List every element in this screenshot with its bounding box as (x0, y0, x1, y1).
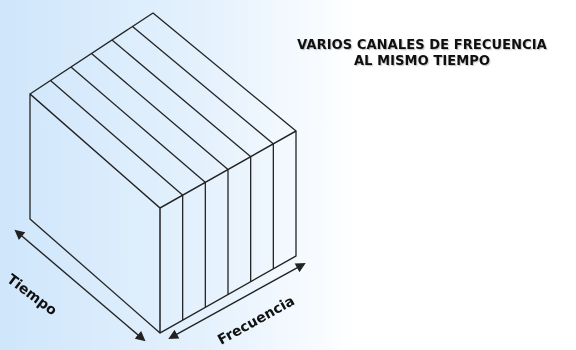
frequency-axis-label: Frecuencia (215, 293, 297, 348)
channel-divider-top-1 (50, 80, 184, 196)
diagram-title: VARIOS CANALES DE FRECUENCIA AL MISMO TI… (268, 38, 576, 70)
title-line-1: VARIOS CANALES DE FRECUENCIA (297, 38, 547, 53)
time-axis-label: Tiempo (4, 271, 60, 319)
channel-divider-top-3 (91, 53, 229, 170)
time-axis-arrow (14, 229, 146, 342)
frequency-axis-arrow (168, 263, 306, 339)
channel-divider-top-2 (70, 66, 206, 183)
title-line-2: AL MISMO TIEMPO (353, 54, 491, 69)
channel-divider-top-4 (111, 39, 252, 158)
channel-divider-top-5 (132, 26, 274, 145)
cube-left-face (29, 93, 161, 334)
channel-dividers (50, 26, 274, 321)
